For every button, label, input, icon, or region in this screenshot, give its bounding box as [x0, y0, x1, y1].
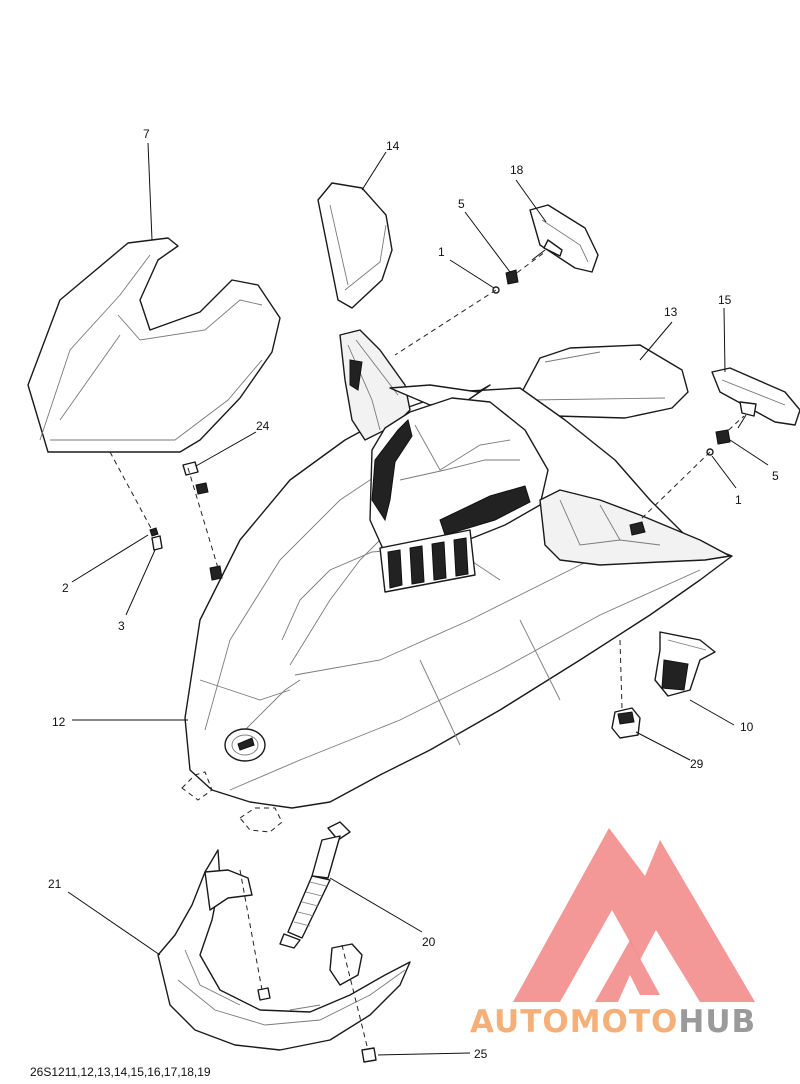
part-18-left-mirror [529, 204, 599, 273]
callout-25: 25 [474, 1047, 488, 1061]
part-14-left-panel [317, 182, 393, 309]
callout-20: 20 [422, 935, 436, 949]
callout-5-left: 5 [458, 197, 465, 211]
svg-text:AUTOMOTOHUB: AUTOMOTOHUB [470, 1004, 756, 1040]
callout-15: 15 [718, 293, 732, 307]
bumper-screw [257, 987, 271, 1001]
callout-14: 14 [386, 139, 400, 153]
part-10-latch [654, 631, 716, 697]
diagram-reference-code: 26S1211,12,13,14,15,16,17,18,19 [30, 1065, 211, 1079]
callout-12: 12 [52, 715, 66, 729]
part-7-storage-liner [27, 237, 281, 453]
leader-lines [67, 142, 769, 1056]
screw-lower [209, 565, 223, 581]
callout-10: 10 [740, 720, 754, 734]
part-21-bumper [157, 849, 411, 1051]
callout-21: 21 [48, 877, 62, 891]
callout-18: 18 [510, 163, 524, 177]
console-assembly [339, 329, 731, 593]
logo-text-hub: HUB [678, 1004, 756, 1040]
part-15-right-mirror [711, 367, 800, 429]
part-2-washer [149, 527, 159, 537]
part-3-screw [151, 535, 163, 551]
assembly-lines [109, 251, 745, 1051]
part-12-front-body [184, 387, 733, 809]
logo-triangle-outer [513, 828, 755, 1002]
logo-triangle-inner [595, 940, 660, 1002]
callout-7: 7 [143, 127, 150, 141]
callout-2: 2 [62, 581, 69, 595]
part-29-clip [611, 707, 641, 739]
callout-5-right: 5 [772, 469, 779, 483]
part-20-gas-spring [279, 821, 351, 949]
part-13-right-panel [514, 344, 689, 419]
logo-text-auto: AUTOMOTO [470, 1004, 678, 1040]
callout-1-left: 1 [438, 245, 445, 259]
callout-24: 24 [256, 419, 270, 433]
part-24-bolt [195, 482, 209, 495]
callout-29: 29 [690, 757, 704, 771]
under-nose-brackets [181, 771, 283, 833]
automotohub-logo: AUTOMOTOHUB [470, 828, 756, 1040]
callout-3: 3 [118, 619, 125, 633]
part-25-screw [361, 1047, 377, 1063]
part-24-nut [182, 461, 199, 476]
callout-13: 13 [664, 305, 678, 319]
callout-labels: 7 14 18 5 1 13 15 24 5 1 2 3 12 10 29 21… [48, 127, 779, 1061]
callout-1-right: 1 [735, 493, 742, 507]
part-5-nut-right [715, 429, 731, 445]
